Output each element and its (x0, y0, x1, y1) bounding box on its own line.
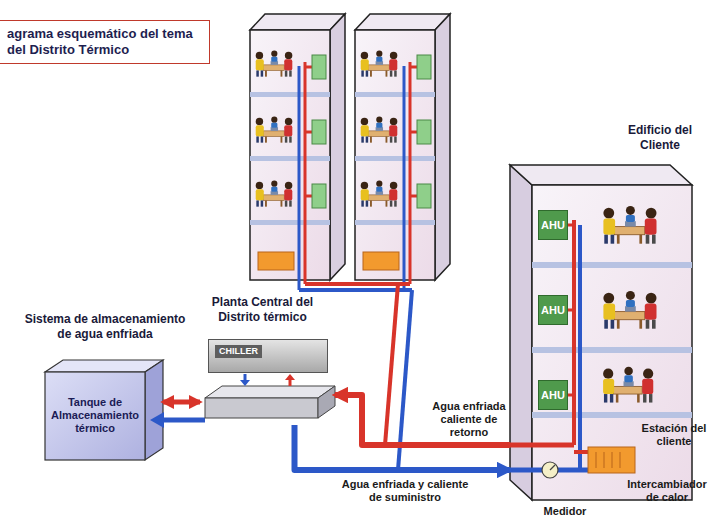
branch-pipes (299, 288, 412, 292)
meter-symbol (542, 462, 558, 478)
plant-platform (205, 374, 335, 418)
client-building-shape (603, 367, 653, 403)
building-pipes (568, 394, 574, 397)
tank-return-pipe (150, 412, 164, 428)
client-building-shape (603, 206, 656, 244)
building-pipes (574, 450, 588, 454)
plant-platform (205, 386, 335, 398)
building-middle (355, 14, 450, 290)
part-label: Medidor (538, 505, 592, 518)
node-text: Tanque de Almacenamiento térmico (47, 396, 143, 435)
client-building-shape (510, 165, 532, 500)
building-left (250, 14, 345, 290)
ahu-box: AHU (538, 295, 568, 325)
branch-pipes (305, 282, 410, 286)
plant-platform (205, 398, 318, 418)
pipe-connector (163, 400, 200, 405)
flow-label: Agua enfriada y caliente de suministro (335, 478, 475, 504)
client-building-shape (532, 262, 692, 268)
plant-platform (285, 374, 295, 380)
building-pipes (510, 443, 574, 448)
building-left (250, 14, 345, 290)
storage-tank-shape (145, 360, 163, 460)
building-pipes (510, 220, 588, 470)
part-label: Estación del cliente (638, 422, 710, 448)
heat-exchanger (620, 452, 621, 468)
building-pipes (578, 225, 582, 470)
storage-tank: Sistema de almacenamiento de agua enfria… (45, 360, 163, 460)
client-building-shape (510, 165, 692, 500)
node-text: AHU (539, 211, 567, 239)
ahu-box: AHU (538, 380, 568, 410)
heat-exchanger (612, 452, 613, 468)
meter-symbol (550, 465, 555, 470)
client-building-shape (510, 165, 692, 185)
part-label: Intercambiador de calor (624, 478, 710, 504)
node-heading: Sistema de almacenamiento de agua enfria… (20, 312, 190, 342)
heat-exchanger (596, 452, 597, 468)
diagram-title: agrama esquemático del tema del Distrito… (7, 26, 201, 58)
node-heading: Edificio del Cliente (618, 123, 702, 153)
central-plant: Planta Central del Distrito térmicoCHILL… (200, 335, 335, 425)
building-pipes (568, 309, 574, 312)
title-box: agrama esquemático del tema del Distrito… (0, 20, 210, 64)
heat-exchanger (604, 452, 605, 468)
plant-platform (240, 380, 250, 386)
flow-label: Agua enfriada caliente de retorno (424, 400, 514, 439)
heat-exchanger (588, 447, 635, 473)
chiller-unit: CHILLER (208, 339, 328, 373)
storage-tank-shape (45, 360, 163, 372)
plant-platform (244, 374, 247, 380)
branch-pipes (385, 284, 398, 445)
storage-tank-shape (45, 360, 163, 460)
node-text: AHU (539, 296, 567, 324)
tank-return-pipe (150, 412, 205, 428)
building-pipes (568, 224, 574, 227)
node-text: CHILLER (215, 345, 262, 358)
client-building-shape (603, 291, 656, 329)
client-building: Edificio del ClienteAHUAHUAHU (510, 165, 692, 500)
node-text: AHU (539, 381, 567, 409)
building-pipes (572, 220, 576, 445)
node-heading: Planta Central del Distrito térmico (200, 295, 325, 325)
client-building-shape (532, 412, 692, 418)
heat-exchanger (588, 447, 635, 473)
ahu-box: AHU (538, 210, 568, 240)
storage-tank-shape (45, 372, 145, 460)
client-building-shape (532, 185, 692, 500)
building-middle (355, 14, 450, 290)
plant-platform (289, 380, 292, 386)
tank-return-pipe (163, 418, 205, 423)
meter-symbol (542, 462, 558, 478)
plant-platform (318, 386, 335, 418)
client-building-shape (532, 347, 692, 353)
